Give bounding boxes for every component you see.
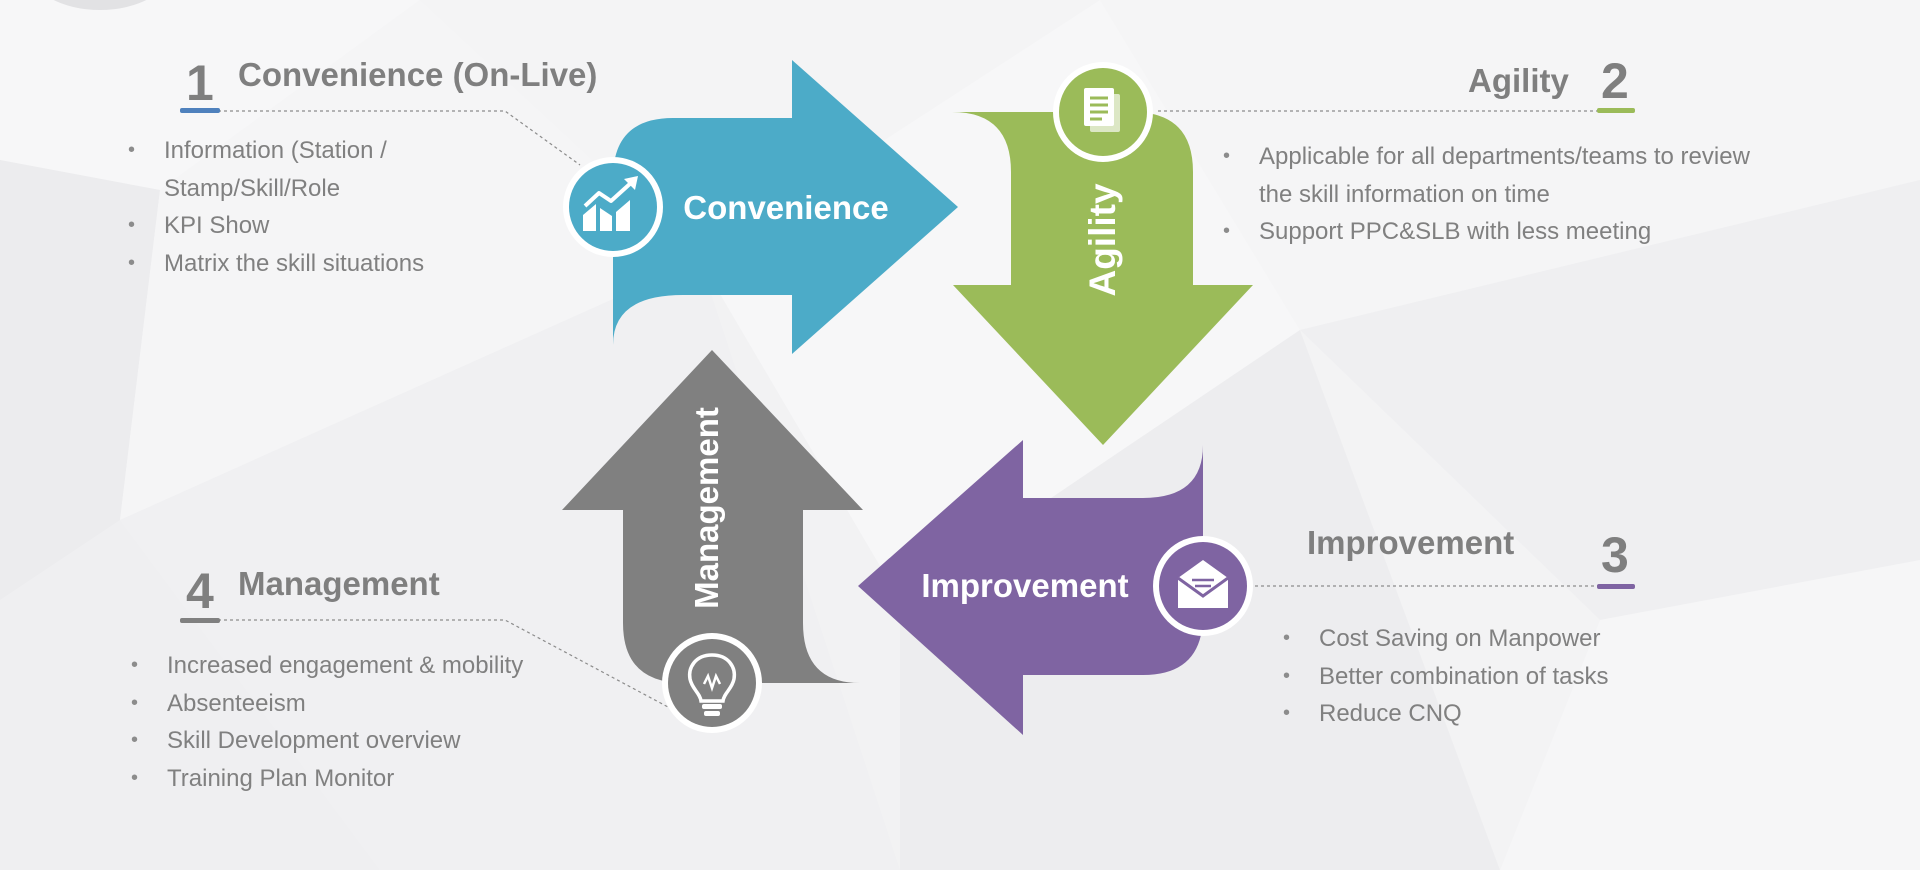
underline-convenience [180, 108, 220, 113]
agility-heading: Agility [1468, 62, 1569, 99]
management-arrow-label: Management [688, 407, 725, 609]
section-number-2: 2 [1601, 53, 1629, 109]
improvement-bullet-list: Cost Saving on Manpower Better combinati… [1283, 620, 1723, 733]
convenience-arrow [613, 60, 958, 354]
agility-arrow-label: Agility [1082, 183, 1123, 296]
section-number-1: 1 [186, 55, 214, 111]
management-bullet-list: Increased engagement & mobility Absentee… [131, 647, 601, 797]
improvement-arrow-label: Improvement [921, 567, 1128, 604]
bullet-item-continuation: Stamp/Skill/Role [164, 174, 341, 202]
management-heading: Management [238, 565, 440, 602]
bullet-item: Skill Development overview [131, 722, 601, 760]
bullet-item-continuation: the skill information on time [1259, 180, 1550, 208]
bullet-item: Information (Station / [128, 132, 568, 170]
agility-arrow [952, 112, 1253, 445]
bullet-item: KPI Show [128, 207, 568, 245]
improvement-heading: Improvement [1307, 524, 1515, 561]
bullet-item: Reduce CNQ [1283, 695, 1723, 733]
bullet-item: Matrix the skill situations [128, 245, 568, 283]
management-arrow [562, 350, 863, 683]
underline-management [180, 618, 220, 623]
bullet-item: Absenteeism [131, 685, 601, 723]
bullet-item: Applicable for all departments/teams to … [1223, 138, 1823, 176]
section-number-3: 3 [1601, 527, 1629, 583]
bullet-item: Support PPC&SLB with less meeting [1223, 213, 1823, 251]
document-icon [1053, 62, 1153, 162]
bullet-item: Cost Saving on Manpower [1283, 620, 1723, 658]
connector-line-management [182, 619, 669, 708]
bullet-item: Increased engagement & mobility [131, 647, 601, 685]
underline-agility [1597, 108, 1635, 113]
bullet-item: Better combination of tasks [1283, 658, 1723, 696]
convenience-heading: Convenience (On-Live) [238, 56, 598, 93]
improvement-arrow [858, 440, 1203, 735]
lightbulb-icon [662, 633, 762, 733]
convenience-arrow-label: Convenience [683, 189, 888, 226]
bullet-item: Training Plan Monitor [131, 760, 601, 798]
section-number-4: 4 [186, 563, 214, 619]
convenience-bullet-list: Information (Station / Stamp/Skill/Role … [128, 132, 568, 282]
agility-bullet-list: Applicable for all departments/teams to … [1223, 138, 1823, 251]
chart-growth-icon [563, 157, 663, 257]
underline-improvement [1597, 584, 1635, 589]
envelope-icon [1153, 536, 1253, 636]
